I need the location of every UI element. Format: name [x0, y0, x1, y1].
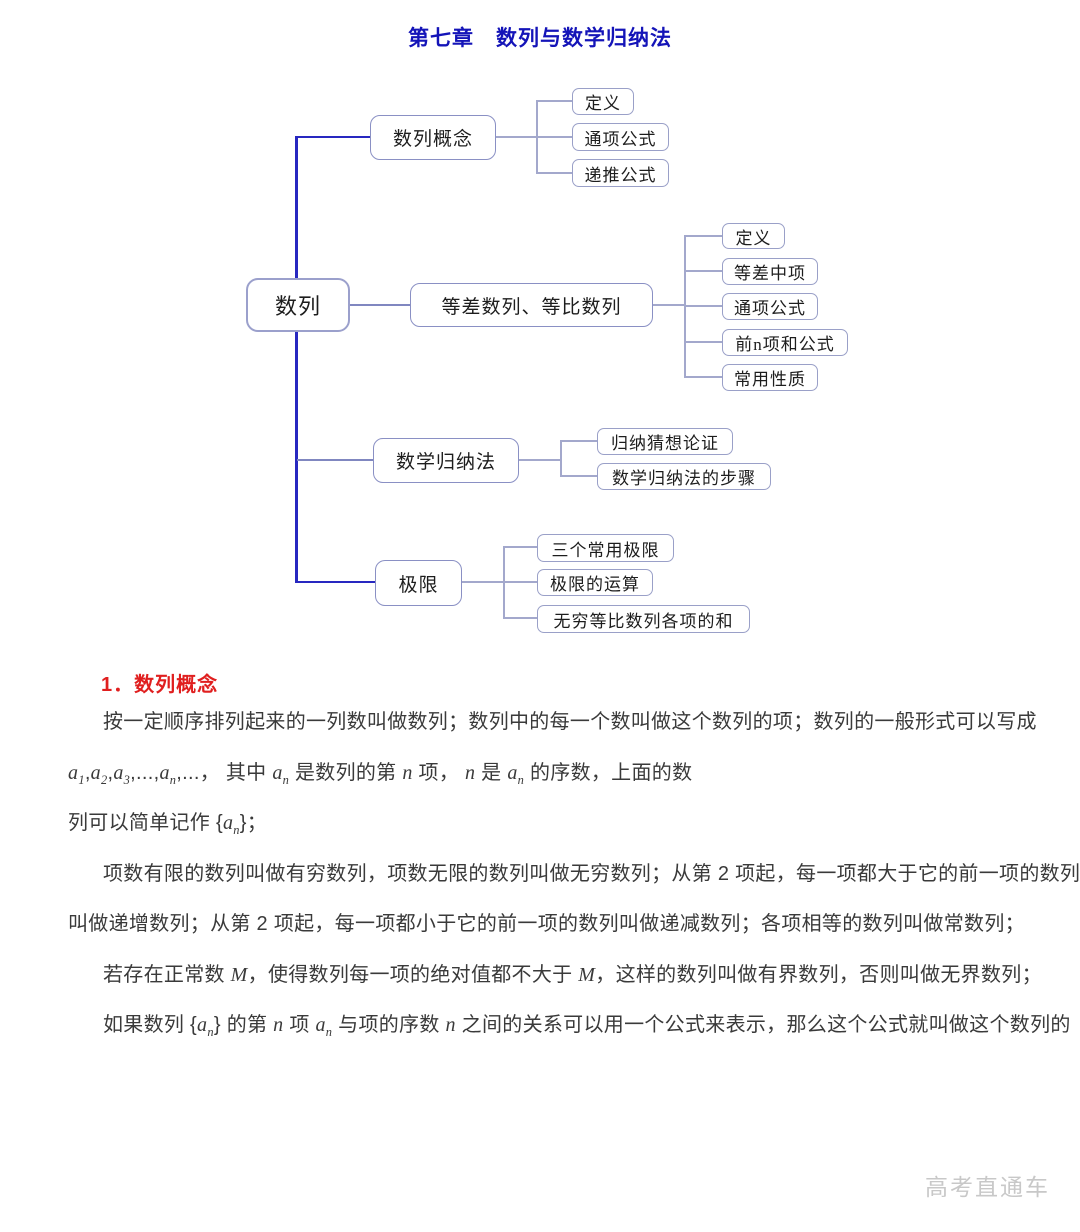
body-text-line: 按一定顺序排列起来的一列数叫做数列；数列中的每一个数叫做这个数列的项；数列的一般… [103, 711, 1037, 733]
connector-branch1-stub2 [538, 136, 572, 138]
body-text-line: 叫做递增数列；从第 2 项起，每一项都小于它的前一项的数列叫做递减数列；各项相等… [68, 913, 1025, 935]
leaf-limit-operations: 极限的运算 [537, 569, 653, 596]
body-text-line: 列可以简单记作 {an}； [68, 812, 268, 837]
connector-branch3-stub2 [562, 475, 597, 477]
connector-branch4-stub2 [505, 581, 537, 583]
leaf-three-common-limits: 三个常用极限 [537, 534, 674, 562]
connector-branch2-stub1 [686, 235, 722, 237]
node-arithmetic-geometric-sequence: 等差数列、等比数列 [410, 283, 653, 327]
leaf-general-term-formula-1: 通项公式 [572, 123, 669, 151]
connector-trunk-to-branch3 [297, 459, 373, 461]
section-heading: 1．数列概念 [101, 674, 219, 696]
connector-trunk [295, 136, 298, 583]
connector-branch3-out [519, 459, 560, 461]
leaf-arithmetic-mean: 等差中项 [722, 258, 818, 285]
connector-branch1-stub1 [538, 100, 572, 102]
connector-branch3-stub1 [562, 440, 597, 442]
leaf-recursive-formula: 递推公式 [572, 159, 669, 187]
leaf-common-properties: 常用性质 [722, 364, 818, 391]
connector-branch1-out [496, 136, 537, 138]
node-limit: 极限 [375, 560, 462, 606]
connector-branch2-out [653, 304, 684, 306]
connector-branch4-stub3 [505, 617, 537, 619]
connector-branch4-out [462, 581, 503, 583]
leaf-definition-1: 定义 [572, 88, 634, 115]
connector-root-to-branch2 [350, 304, 412, 306]
connector-branch2-stub3 [686, 305, 722, 307]
connector-bottom-corner [295, 581, 375, 583]
leaf-induction-conjecture-proof: 归纳猜想论证 [597, 428, 733, 455]
node-sequence-concept: 数列概念 [370, 115, 496, 160]
section-body: 按一定顺序排列起来的一列数叫做数列；数列中的每一个数叫做这个数列的项；数列的一般… [68, 697, 1080, 1051]
connector-branch2-rail [684, 235, 686, 378]
connector-branch1-rail [536, 100, 538, 174]
body-text-line: a1,a2,a3,...,an,...， 其中 an 是数列的第 n 项， n … [68, 761, 693, 787]
connector-branch2-stub5 [686, 376, 722, 378]
leaf-sum-of-first-n-terms: 前n项和公式 [722, 329, 848, 356]
chapter-title: 第七章 数列与数学归纳法 [408, 27, 672, 50]
leaf-induction-steps: 数学归纳法的步骤 [597, 463, 771, 490]
node-mathematical-induction: 数学归纳法 [373, 438, 519, 483]
connector-branch2-stub4 [686, 341, 722, 343]
node-sequence-root: 数列 [246, 278, 350, 332]
watermark: 高考直通车 [925, 1174, 1050, 1200]
connector-top-corner [297, 136, 371, 138]
leaf-sum-of-infinite-geometric-sequence: 无穷等比数列各项的和 [537, 605, 750, 633]
leaf-definition-2: 定义 [722, 223, 785, 249]
body-text-line: 如果数列 {an} 的第 n 项 an 与项的序数 n 之间的关系可以用一个公式… [103, 1014, 1071, 1039]
leaf-general-term-formula-2: 通项公式 [722, 293, 818, 320]
connector-branch4-stub1 [505, 546, 537, 548]
connector-branch3-rail [560, 440, 562, 477]
body-text-line: 若存在正常数 M，使得数列每一项的绝对值都不大于 M，这样的数列叫做有界数列，否… [103, 963, 1042, 986]
connector-branch2-stub2 [686, 270, 722, 272]
connector-branch4-rail [503, 546, 505, 619]
body-text-line: 项数有限的数列叫做有穷数列，项数无限的数列叫做无穷数列；从第 2 项起，每一项都… [103, 862, 1080, 885]
connector-branch1-stub3 [538, 172, 572, 174]
